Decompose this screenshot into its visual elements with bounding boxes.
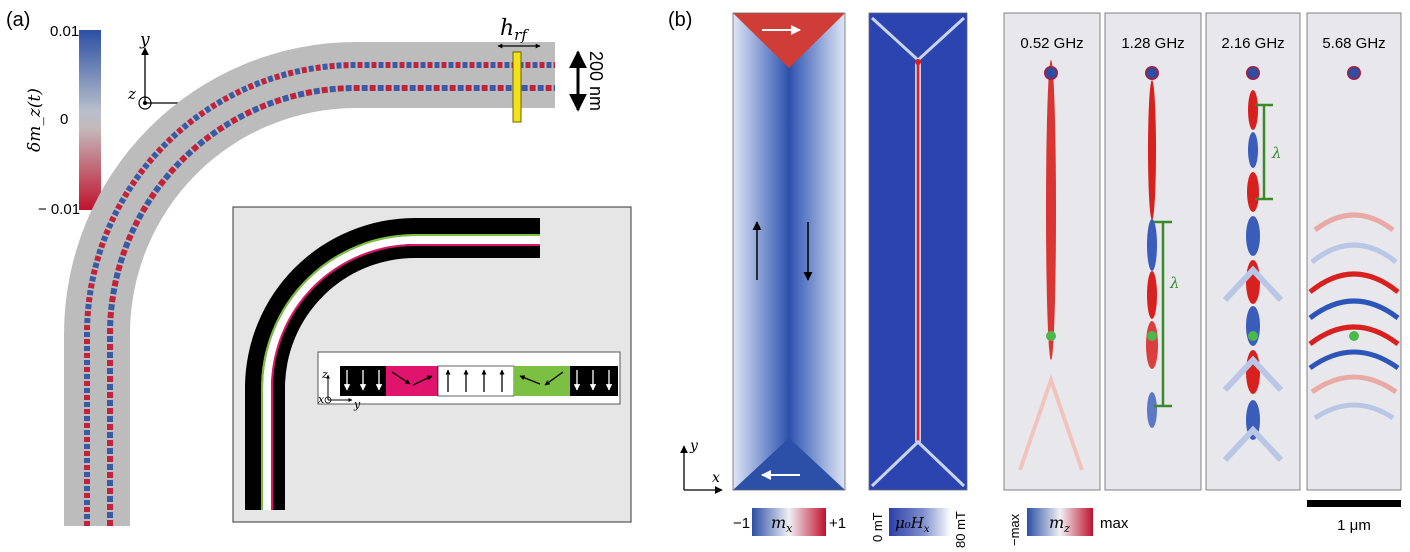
axes-b: y x (680, 438, 723, 494)
mz-map-2: λ 1.28 GHz (1104, 12, 1202, 491)
frequency-label-1: 0.52 GHz (1020, 35, 1083, 52)
mz-map-4: 5.68 GHz (1307, 13, 1401, 490)
mz-map-1: 0.52 GHz (1003, 12, 1101, 491)
axis-b-x-label: x (712, 470, 720, 486)
hx-colorbar-min: 0 mT (870, 512, 885, 542)
hx-map (868, 12, 968, 491)
width-scale: 200 nm (569, 50, 606, 112)
frequency-label-3: 2.16 GHz (1221, 35, 1284, 52)
axis-a-y-label: y (139, 30, 150, 50)
green-marker-4 (1349, 331, 1359, 341)
colorbar-min-label: − 0.01 (38, 201, 80, 218)
frequency-label-2: 1.28 GHz (1121, 35, 1184, 52)
colorbar-mid-label: 0 (60, 111, 68, 128)
axis-a-z-label: z (127, 85, 136, 103)
scalebar-1um: 1 μm (1307, 500, 1401, 534)
spin-wave-channel-outer (84, 62, 555, 526)
mx-colorbar: −1 mx +1 (733, 508, 846, 536)
panel-b-label: (b) (668, 9, 692, 31)
axis-b-y-label: y (689, 438, 699, 454)
panel-a-label: (a) (6, 9, 30, 31)
spin-wave-channel-inner (107, 85, 555, 526)
frequency-label-4: 5.68 GHz (1322, 35, 1385, 52)
hrf-label: hrf (500, 16, 529, 44)
colorbar-title: δm_z(t) (25, 88, 45, 152)
colorbar-gradient (79, 30, 101, 210)
green-marker-3 (1248, 331, 1258, 341)
green-marker-2 (1147, 331, 1157, 341)
mz-colorbar-label: mz (1049, 513, 1070, 535)
mx-colorbar-min: −1 (733, 515, 750, 532)
mz-colorbar: −max mz max (1007, 508, 1129, 546)
mx-map (732, 12, 846, 491)
inset-domain-wall-structure: z x y (232, 206, 632, 523)
hx-colorbar-max: 80 mT (953, 511, 968, 548)
hx-colorbar-label: μ₀Hx (895, 514, 930, 535)
green-marker-1 (1046, 331, 1056, 341)
width-scale-label: 200 nm (586, 51, 606, 111)
mz-colorbar-min: −max (1007, 513, 1022, 546)
colorbar-max-label: 0.01 (50, 23, 79, 40)
mx-colorbar-max: +1 (829, 515, 846, 532)
wavelength-label-1: λ (1169, 274, 1180, 292)
inset-z-label: z (321, 368, 328, 381)
delta-mz-colorbar: 0.01 0 − 0.01 δm_z(t) (25, 23, 101, 218)
wavelength-label-2: λ (1271, 144, 1282, 162)
inset-y-label: y (353, 398, 361, 411)
scalebar-label: 1 μm (1337, 517, 1371, 534)
mz-colorbar-max: max (1100, 515, 1129, 532)
inset-x-label: x (318, 393, 325, 406)
hx-colorbar: 0 mT μ₀Hx 80 mT (870, 508, 968, 548)
mx-colorbar-label: mx (771, 513, 793, 535)
hrf-antenna: hrf (497, 16, 541, 123)
curved-waveguide (64, 42, 555, 526)
mz-map-3: λ 2.16 GHz (1206, 13, 1300, 490)
